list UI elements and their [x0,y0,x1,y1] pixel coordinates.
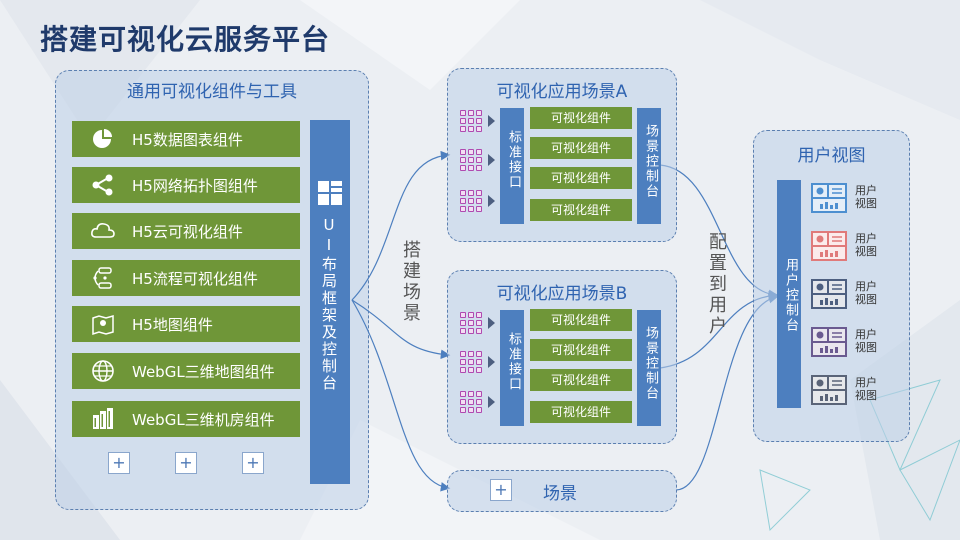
scene-a-component[interactable]: 可视化组件 [530,167,632,189]
scene-a-title: 可视化应用场景A [496,82,628,102]
add-component-button[interactable]: + [175,452,197,474]
user-view-label-line: 视图 [855,245,877,258]
network-topology-icon [92,174,113,196]
ui-framework-label: UI布局框架及控制台 [320,216,338,392]
user-view-label-line: 视图 [855,341,877,354]
module-grid-icon [460,312,482,334]
arrow-right-icon [488,356,495,368]
scene-b-console[interactable]: 场景控制台 [637,310,661,426]
user-view-label: 用户视图 [855,376,877,402]
user-view-label: 用户视图 [855,328,877,354]
component-webgl-map[interactable]: WebGL三维地图组件 [72,353,300,389]
component-h5-map[interactable]: H5地图组件 [72,306,300,342]
user-view-label-line: 用户 [855,376,877,389]
config-to-user-label: 配置到用户 [706,232,727,337]
scene-c-label: 场景 [543,484,577,504]
scene-b-component[interactable]: 可视化组件 [530,369,632,391]
component-h5-network[interactable]: H5网络拓扑图组件 [72,167,300,203]
user-view-icon[interactable] [811,231,847,261]
add-component-button[interactable]: + [108,452,130,474]
cloud-icon [91,223,115,238]
add-component-button[interactable]: + [242,452,264,474]
user-console[interactable]: 用户控制台 [777,180,801,408]
map-pin-icon [92,315,114,336]
user-view-label: 用户视图 [855,232,877,258]
user-view-icon[interactable] [811,279,847,309]
interface-label: 标准接口 [506,332,521,392]
user-view-label: 用户视图 [855,280,877,306]
user-view-label-line: 视图 [855,197,877,210]
user-view-label-line: 用户 [855,280,877,293]
user-view-label-line: 用户 [855,328,877,341]
flow-icon [93,267,112,289]
scene-a-interface[interactable]: 标准接口 [500,108,524,224]
user-view-label-line: 用户 [855,232,877,245]
scene-b-component[interactable]: 可视化组件 [530,339,632,361]
page-title: 搭建可视化云服务平台 [40,23,331,56]
module-grid-icon [460,190,482,212]
scene-a-console[interactable]: 场景控制台 [637,108,661,224]
component-label: H5流程可视化组件 [132,269,258,288]
building-icon [93,408,113,429]
layout-grid-icon [318,181,342,205]
console-label: 场景控制台 [643,326,658,401]
ui-framework-console[interactable]: UI布局框架及控制台 [310,120,350,484]
user-view-icon[interactable] [811,375,847,405]
module-grid-icon [460,110,482,132]
interface-label: 标准接口 [506,130,521,190]
user-view-label-line: 视图 [855,389,877,402]
user-view-label: 用户视图 [855,184,877,210]
scene-a-component[interactable]: 可视化组件 [530,199,632,221]
component-label: H5网络拓扑图组件 [132,176,258,195]
scene-a-component[interactable]: 可视化组件 [530,137,632,159]
user-view-label-line: 视图 [855,293,877,306]
globe-icon [92,360,114,382]
pie-chart-icon [93,129,112,148]
scene-b-component[interactable]: 可视化组件 [530,401,632,423]
user-view-title: 用户视图 [797,146,866,166]
component-label: WebGL三维机房组件 [132,410,275,429]
user-view-icon[interactable] [811,183,847,213]
arrow-right-icon [488,195,495,207]
component-label: H5数据图表组件 [132,130,243,149]
component-label: WebGL三维地图组件 [132,362,275,381]
component-webgl-room[interactable]: WebGL三维机房组件 [72,401,300,437]
arrow-right-icon [488,115,495,127]
component-h5-flow[interactable]: H5流程可视化组件 [72,260,300,296]
scene-c-panel [447,470,677,512]
scene-b-title: 可视化应用场景B [496,284,628,304]
component-h5-chart[interactable]: H5数据图表组件 [72,121,300,157]
component-h5-cloud[interactable]: H5云可视化组件 [72,213,300,249]
console-label: 场景控制台 [643,124,658,199]
build-scene-label: 搭建场景 [400,240,421,324]
module-grid-icon [460,149,482,171]
panel-title: 通用可视化组件与工具 [127,82,297,102]
scene-a-component[interactable]: 可视化组件 [530,107,632,129]
user-view-label-line: 用户 [855,184,877,197]
scene-b-interface[interactable]: 标准接口 [500,310,524,426]
user-view-icon[interactable] [811,327,847,357]
arrow-right-icon [488,317,495,329]
component-label: H5地图组件 [132,315,213,334]
arrow-right-icon [488,154,495,166]
add-scene-button[interactable]: + [490,479,512,501]
module-grid-icon [460,351,482,373]
scene-b-component[interactable]: 可视化组件 [530,309,632,331]
component-label: H5云可视化组件 [132,222,243,241]
module-grid-icon [460,391,482,413]
user-console-label: 用户控制台 [783,258,798,333]
arrow-right-icon [488,396,495,408]
